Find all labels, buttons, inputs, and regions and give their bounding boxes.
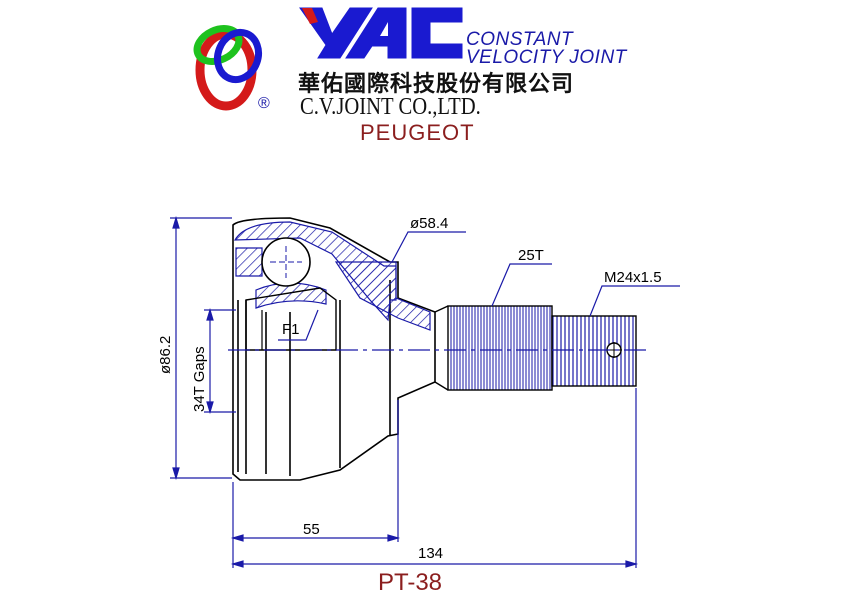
brand-logo: ®	[193, 7, 463, 112]
stem-hatch	[334, 261, 431, 331]
spline-section	[447, 305, 553, 391]
thread-section	[551, 315, 637, 387]
thread-label: M24x1.5	[604, 269, 662, 286]
part-number: PT-38	[378, 569, 442, 596]
vehicle-make: PEUGEOT	[360, 120, 475, 145]
housing-hatch-left	[235, 247, 263, 277]
f1-label: F1	[282, 321, 300, 338]
brand-subtitle-line1: CONSTANT	[466, 29, 574, 50]
logo-yac-icon	[299, 7, 463, 59]
logo-rings-icon	[193, 25, 263, 111]
length-total-label: 134	[418, 545, 443, 562]
registered-mark-icon: ®	[258, 95, 270, 112]
company-name-chinese: 華佑國際科技股份有限公司	[298, 72, 575, 97]
length-short-label: 55	[303, 521, 320, 538]
outer-diameter-label: ø86.2	[157, 336, 174, 374]
brand-subtitle-line2: VELOCITY JOINT	[466, 47, 627, 68]
abs-ring-label: 34T Gaps	[191, 346, 208, 412]
inner-race-hatch	[255, 282, 327, 309]
spline-count-label: 25T	[518, 247, 544, 264]
company-name-english: C.V.JOINT CO.,LTD.	[300, 94, 481, 120]
body-diameter-label: ø58.4	[410, 215, 448, 232]
ball-icon	[261, 237, 311, 287]
